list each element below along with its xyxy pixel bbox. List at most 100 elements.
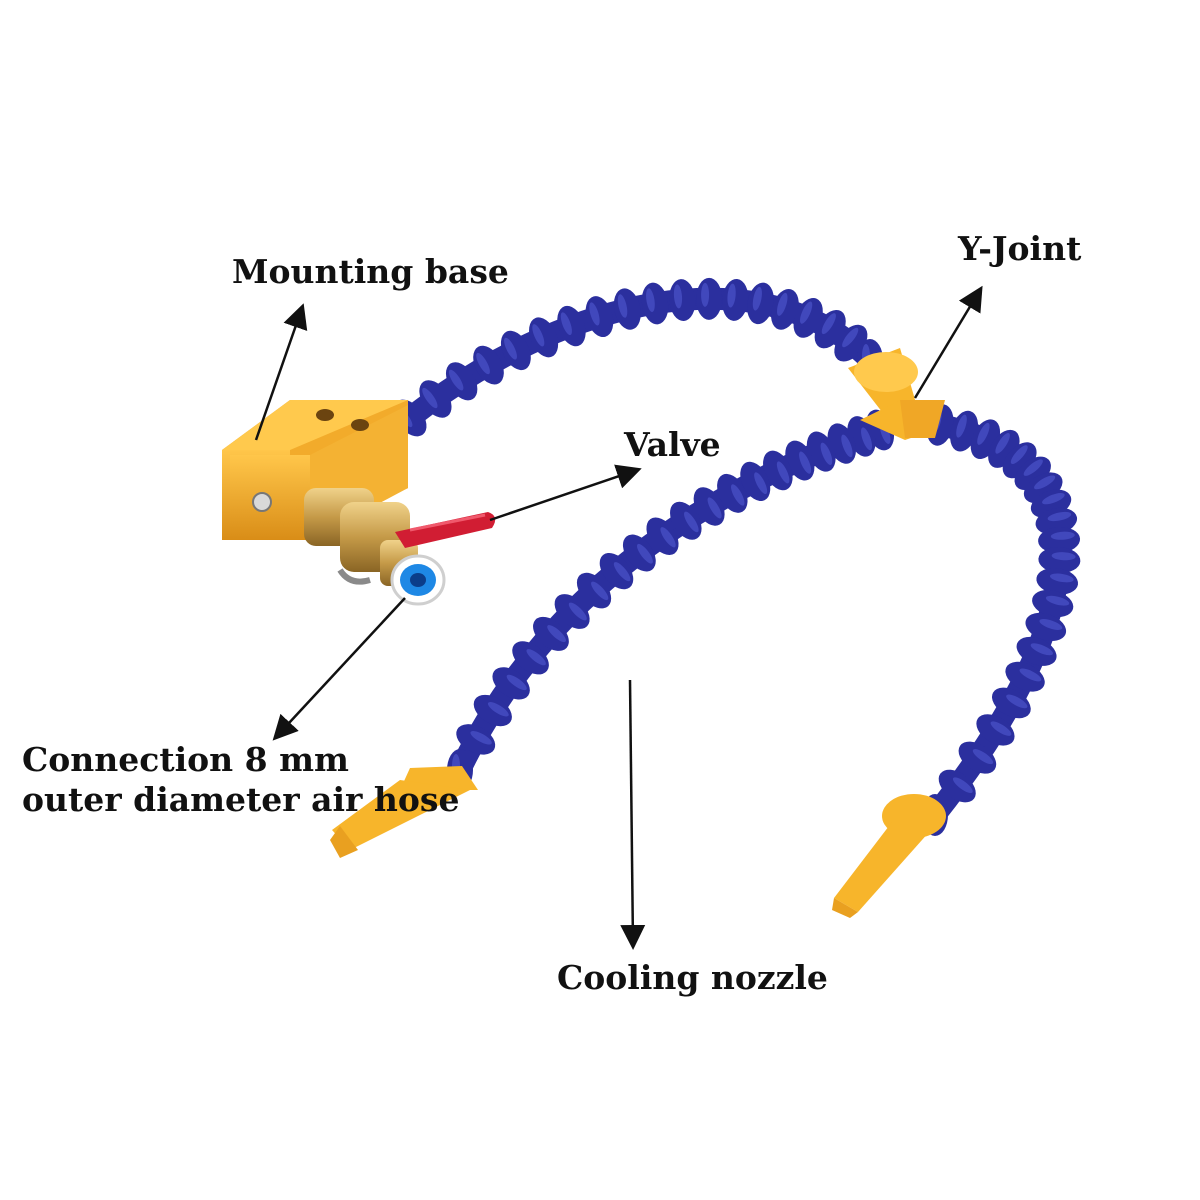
left-hose-segment bbox=[473, 694, 512, 727]
upper-hose-segment-highlight bbox=[422, 387, 438, 409]
upper-hose-segment-highlight bbox=[504, 337, 517, 360]
upper-hose-segment bbox=[696, 277, 723, 320]
upper-hose-segment bbox=[814, 309, 846, 349]
arrow-cooling-nozzle bbox=[620, 679, 646, 950]
left-hose-segment-highlight bbox=[637, 543, 653, 564]
right-cooling-nozzle bbox=[832, 794, 946, 918]
upper-hose-segment bbox=[747, 282, 774, 325]
label-valve: Valve bbox=[624, 425, 721, 464]
left-hose-segment-highlight bbox=[568, 602, 587, 621]
upper-hose-segment bbox=[613, 288, 641, 330]
valve-handle bbox=[395, 512, 496, 548]
label-connection: Connection 8 mm outer diameter air hose bbox=[22, 740, 460, 820]
right-hose-segment-highlight bbox=[1030, 643, 1053, 656]
left-hose-core bbox=[449, 419, 891, 781]
right-hose-segment-highlight bbox=[1049, 573, 1074, 583]
upper-hose-segment bbox=[793, 298, 823, 338]
left-hose-segment-highlight bbox=[487, 702, 509, 717]
upper-hose-segment-highlight bbox=[476, 352, 490, 375]
right-hose-segment-highlight bbox=[952, 777, 973, 794]
left-hose-segment-highlight bbox=[506, 674, 527, 691]
right-hose-segment bbox=[1032, 589, 1074, 618]
air-hose-fitting bbox=[390, 554, 446, 606]
upper-hose-segment-highlight bbox=[800, 301, 813, 324]
right-hose-segment-highlight bbox=[1039, 619, 1063, 630]
left-hose-segment bbox=[533, 616, 569, 651]
upper-hose-segment bbox=[585, 296, 614, 338]
upper-hose-segment-highlight bbox=[646, 288, 655, 313]
left-hose-branch bbox=[447, 409, 895, 791]
arrow-connection bbox=[272, 597, 406, 741]
right-hose-segment bbox=[938, 769, 976, 803]
upper-hose-segment bbox=[641, 282, 669, 325]
brass-valve bbox=[304, 488, 418, 586]
right-hose-segment bbox=[1016, 636, 1057, 666]
right-hose-segment-highlight bbox=[995, 433, 1010, 454]
right-hose-segment-highlight bbox=[1047, 511, 1072, 522]
upper-hose-segment-highlight bbox=[532, 324, 545, 347]
left-hose-segment-highlight bbox=[731, 484, 745, 506]
left-hose-segment-highlight bbox=[841, 434, 853, 458]
upper-hose bbox=[393, 277, 883, 437]
right-hose-segment bbox=[1036, 567, 1079, 595]
label-mounting-base: Mounting base bbox=[232, 252, 509, 291]
left-hose-segment-highlight bbox=[526, 649, 546, 666]
label-cooling-nozzle: Cooling nozzle bbox=[557, 958, 828, 997]
upper-hose-segment-highlight bbox=[673, 284, 683, 309]
right-hose-segment-highlight bbox=[1042, 493, 1065, 505]
upper-hose-segment-highlight bbox=[560, 312, 572, 336]
left-hose-segment-highlight bbox=[684, 511, 699, 533]
upper-hose-segment-highlight bbox=[777, 292, 788, 316]
right-hose-segment bbox=[950, 410, 979, 452]
left-hose-segment-highlight bbox=[754, 472, 768, 495]
label-connection-line2: outer diameter air hose bbox=[22, 780, 460, 819]
right-hose-segment-highlight bbox=[956, 414, 967, 438]
upper-hose-segment-highlight bbox=[701, 282, 710, 307]
right-hose-segment-highlight bbox=[1050, 531, 1075, 540]
right-hose-segment bbox=[976, 714, 1015, 746]
right-hose-segment-highlight bbox=[1034, 475, 1056, 490]
right-hose-segment-highlight bbox=[977, 422, 990, 445]
left-hose-segment-highlight bbox=[660, 527, 676, 548]
left-hose-segment-highlight bbox=[776, 461, 790, 484]
left-hose-segment bbox=[622, 534, 656, 572]
upper-hose-segment-highlight bbox=[589, 302, 600, 326]
right-hose-segment-highlight bbox=[1023, 459, 1043, 476]
left-hose-segment-highlight bbox=[799, 451, 812, 474]
label-y-joint: Y-Joint bbox=[958, 229, 1082, 268]
y-joint-part bbox=[848, 348, 945, 440]
right-hose-segment-highlight bbox=[1006, 694, 1028, 709]
left-hose-segment bbox=[554, 594, 590, 629]
right-hose-segment-highlight bbox=[1019, 668, 1042, 682]
annotation-arrows bbox=[254, 285, 983, 950]
left-hose-segment bbox=[492, 667, 530, 700]
upper-hose-segment-highlight bbox=[752, 286, 762, 311]
upper-hose-segment-highlight bbox=[448, 369, 464, 391]
upper-hose-segment bbox=[770, 288, 799, 330]
left-hose-segment bbox=[512, 641, 549, 675]
arrow-valve bbox=[489, 464, 642, 522]
arrow-y-joint bbox=[913, 285, 983, 399]
left-hose-segment-highlight bbox=[591, 581, 609, 601]
left-hose-segment bbox=[576, 572, 612, 609]
right-hose-segment bbox=[1025, 612, 1067, 642]
upper-hose-segment-highlight bbox=[727, 283, 736, 308]
right-hose-segment-highlight bbox=[972, 749, 994, 765]
right-hose-segment-highlight bbox=[1045, 595, 1070, 606]
label-connection-line1: Connection 8 mm bbox=[22, 740, 349, 779]
left-hose-segment-highlight bbox=[547, 625, 566, 643]
left-hose-segment-highlight bbox=[861, 427, 873, 451]
right-hose-branch bbox=[922, 404, 1081, 836]
left-hose-segment-highlight bbox=[470, 731, 492, 745]
right-hose-segment-highlight bbox=[1010, 445, 1028, 465]
upper-hose-segment-highlight bbox=[617, 294, 628, 318]
right-hose-segment-highlight bbox=[1051, 552, 1076, 561]
upper-hose-segment bbox=[722, 278, 749, 321]
left-hose-segment bbox=[456, 724, 496, 755]
left-hose-segment-highlight bbox=[707, 497, 722, 519]
upper-hose-segment-highlight bbox=[842, 327, 859, 348]
left-hose-segment bbox=[599, 552, 634, 590]
upper-hose-segment bbox=[669, 279, 696, 322]
left-cooling-nozzle bbox=[330, 766, 478, 858]
